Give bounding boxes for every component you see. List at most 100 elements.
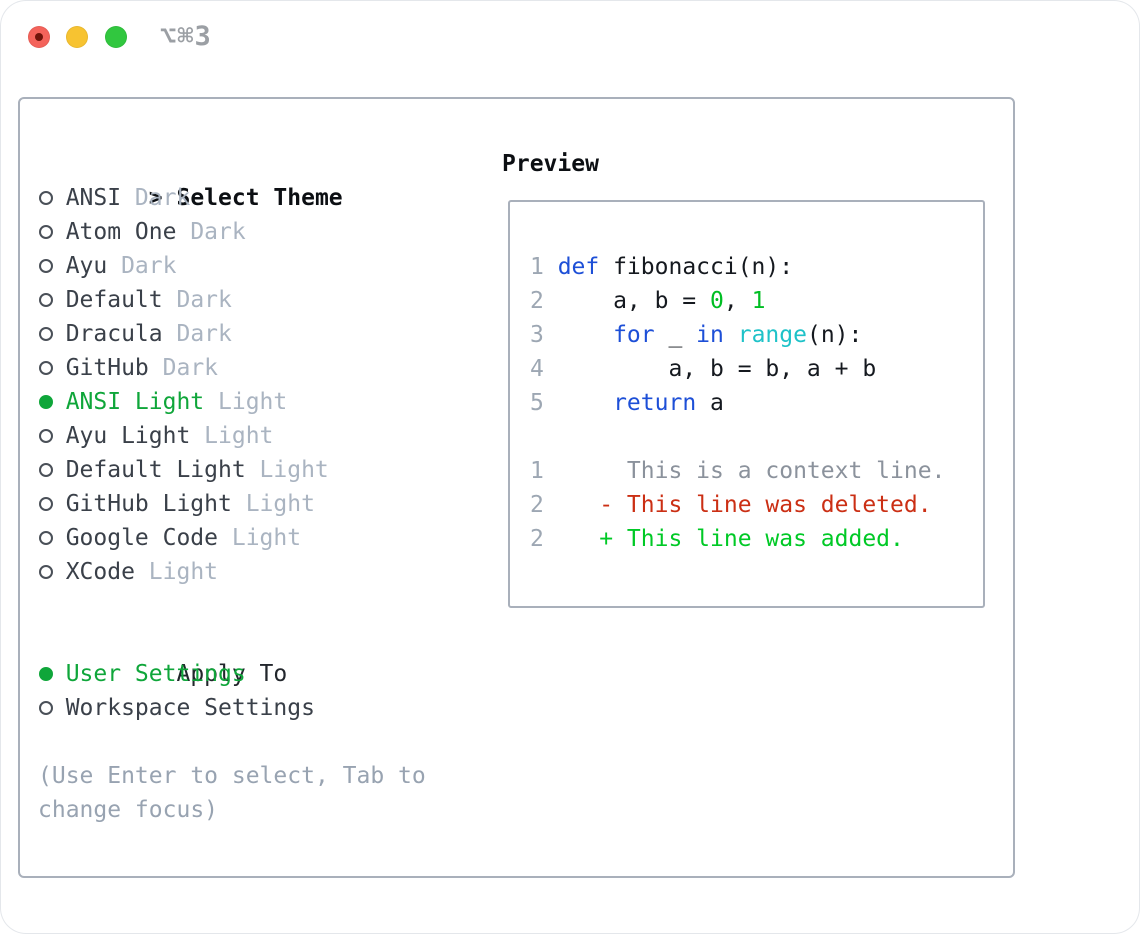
code-line: 2 - This line was deleted. <box>530 488 983 522</box>
focus-caret-icon: > <box>148 185 163 211</box>
code-token: in <box>696 322 724 348</box>
code-token <box>558 390 613 416</box>
theme-variant-label: Dark <box>162 355 219 381</box>
code-token: a <box>696 390 724 416</box>
theme-variant-label: Dark <box>176 321 232 347</box>
radio-icon <box>38 317 66 351</box>
theme-variant-label: Dark <box>190 219 246 245</box>
line-number: 4 <box>530 356 544 382</box>
theme-variant-label: Light <box>245 491 315 517</box>
theme-option-label: XCode <box>65 559 135 585</box>
line-number: 2 <box>530 288 544 314</box>
close-button[interactable] <box>28 26 50 48</box>
code-token: 1 <box>751 288 766 314</box>
theme-option-atom-one[interactable]: Atom One Dark <box>38 215 426 249</box>
code-line: 4 a, b = b, a + b <box>530 352 983 386</box>
apply-option-user-settings[interactable]: User Settings <box>38 657 426 691</box>
line-number: 1 <box>530 254 544 280</box>
theme-option-label: ANSI Light <box>65 389 205 415</box>
code-token: return <box>613 390 697 416</box>
line-number: 2 <box>530 526 544 552</box>
theme-option-dracula[interactable]: Dracula Dark <box>38 317 426 351</box>
close-dot-icon <box>35 33 43 41</box>
code-token <box>724 322 738 348</box>
theme-variant-label: Light <box>148 559 219 585</box>
code-token: for <box>613 322 655 348</box>
radio-icon <box>38 419 66 453</box>
theme-option-label: ANSI <box>65 185 122 211</box>
line-number: 5 <box>530 390 544 416</box>
code-token: , <box>723 288 752 314</box>
code-token: def <box>557 254 600 280</box>
theme-variant-label: Light <box>231 525 302 551</box>
code-token: (n): <box>806 322 863 348</box>
minimize-button[interactable] <box>66 26 88 48</box>
code-line: 1 def fibonacci(n): <box>530 250 983 284</box>
code-line: 2 a, b = 0, 1 <box>530 284 983 318</box>
theme-option-ansi[interactable]: ANSI Dark <box>38 181 426 215</box>
theme-option-label: Google Code <box>65 525 219 551</box>
code-token: a, b = b, a + b <box>557 356 877 382</box>
theme-variant-label: Dark <box>134 185 191 211</box>
line-number: 2 <box>530 492 544 518</box>
preview-header: Preview <box>502 151 599 177</box>
spacer <box>38 725 426 759</box>
theme-variant-label: Light <box>204 423 274 449</box>
theme-variant-label: Light <box>259 457 329 483</box>
theme-option-label: Default <box>65 287 163 313</box>
spacer <box>38 589 426 623</box>
code-token: 0 <box>710 288 724 314</box>
select-theme-header: >Select Theme <box>38 147 426 211</box>
theme-option-label: Ayu <box>65 253 108 279</box>
theme-option-github[interactable]: GitHub Dark <box>38 351 426 385</box>
code-token: fibonacci(n): <box>599 254 794 280</box>
code-token: a, b = <box>557 288 711 314</box>
radio-selected-icon <box>38 657 66 691</box>
apply-option-workspace-settings[interactable]: Workspace Settings <box>38 691 426 725</box>
theme-variant-label: Dark <box>176 287 232 313</box>
hint-line: (Use Enter to select, Tab to <box>38 763 426 789</box>
radio-icon <box>38 487 66 521</box>
theme-option-xcode[interactable]: XCode Light <box>38 555 426 589</box>
theme-option-default[interactable]: Default Dark <box>38 283 426 317</box>
code-token: + This line was added. <box>557 526 904 552</box>
radio-icon <box>38 691 66 725</box>
code-line: 1 This is a context line. <box>530 454 983 488</box>
code-token <box>558 322 613 348</box>
theme-variant-label: Light <box>218 389 288 415</box>
zoom-button[interactable] <box>105 26 127 48</box>
code-line <box>530 420 983 454</box>
apply-to-title: Apply To <box>176 661 288 687</box>
radio-icon <box>38 521 66 555</box>
radio-icon <box>38 283 66 317</box>
code-token: This is a context line. <box>557 458 946 484</box>
radio-icon <box>38 453 66 487</box>
theme-option-label: Ayu Light <box>65 423 191 449</box>
theme-option-ansi-light[interactable]: ANSI Light Light <box>38 385 426 419</box>
code-line: 5 return a <box>530 386 983 420</box>
theme-option-label: Atom One <box>65 219 177 245</box>
radio-icon <box>38 249 66 283</box>
theme-option-label: GitHub <box>65 355 149 381</box>
apply-to-header: Apply To <box>38 623 426 687</box>
radio-icon <box>38 181 66 215</box>
code-line: 3 for _ in range(n): <box>530 318 983 352</box>
theme-option-label: Default Light <box>65 457 246 483</box>
theme-option-github-light[interactable]: GitHub Light Light <box>38 487 426 521</box>
theme-option-label: Dracula <box>65 321 163 347</box>
theme-option-ayu-light[interactable]: Ayu Light Light <box>38 419 426 453</box>
apply-option-label: User Settings <box>65 661 246 687</box>
theme-option-google-code[interactable]: Google Code Light <box>38 521 426 555</box>
line-number: 1 <box>530 458 544 484</box>
theme-option-label: GitHub Light <box>65 491 232 517</box>
theme-option-default-light[interactable]: Default Light Light <box>38 453 426 487</box>
code-token: - This line was deleted. <box>557 492 932 518</box>
line-number: 3 <box>530 322 544 348</box>
